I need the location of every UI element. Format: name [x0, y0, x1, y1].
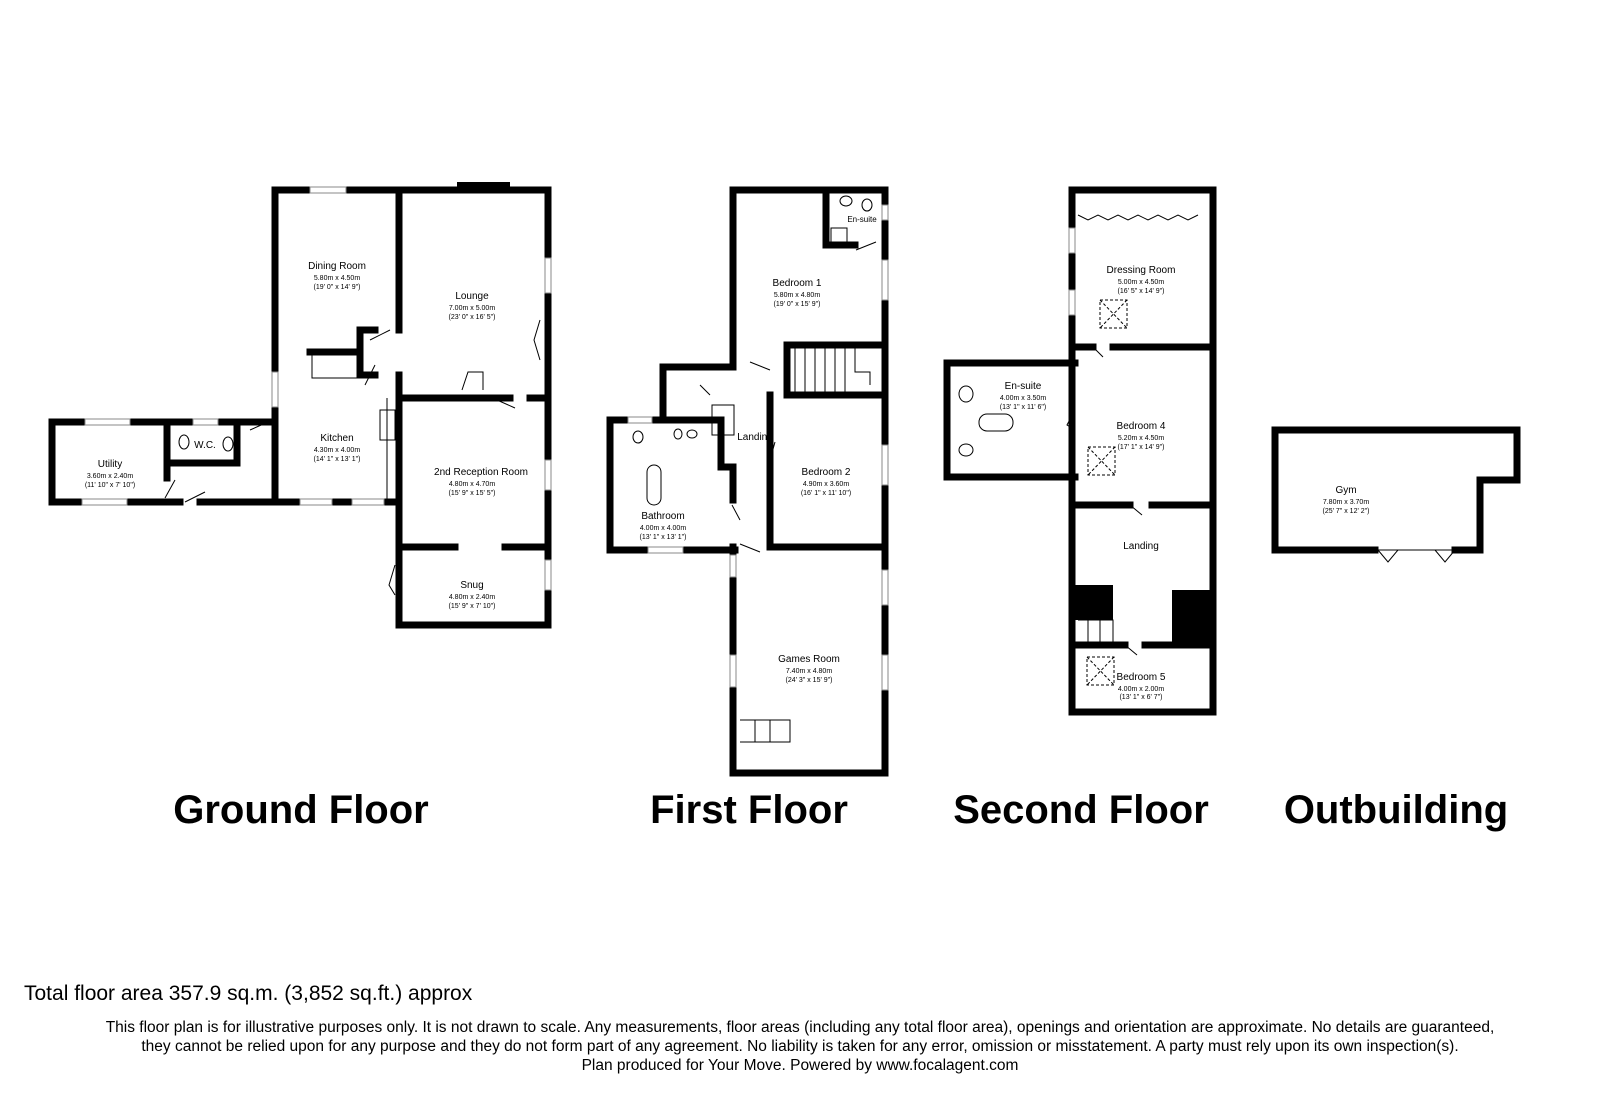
room-name: Lounge	[455, 291, 489, 302]
room-name: Landing	[737, 432, 773, 443]
room-dimensions: (14' 1" x 13' 1")	[314, 456, 361, 463]
room-dimensions: (23' 0" x 16' 5")	[449, 314, 496, 321]
window	[84, 418, 131, 426]
window	[881, 569, 889, 606]
room-name: Bedroom 1	[773, 278, 822, 289]
room-name: Bedroom 5	[1117, 672, 1166, 683]
disclaimer-line: This floor plan is for illustrative purp…	[105, 1019, 1495, 1036]
floor-title-second: Second Floor	[953, 788, 1209, 832]
window	[881, 444, 889, 486]
window	[299, 498, 333, 506]
window	[351, 498, 385, 506]
window	[271, 371, 279, 408]
room-name: Dressing Room	[1107, 265, 1176, 276]
window	[729, 654, 737, 688]
second-floor-plan	[943, 186, 1217, 716]
room-dimensions: 5.80m x 4.50m	[314, 275, 360, 282]
room-dimensions: 7.40m x 4.80m	[786, 668, 832, 675]
window	[544, 559, 552, 591]
window	[1068, 289, 1076, 316]
room-name: En-suite	[847, 215, 877, 224]
floor-title-first: First Floor	[650, 788, 848, 832]
window	[192, 418, 219, 426]
room-dimensions: (16' 5" x 14' 9")	[1118, 288, 1165, 295]
window	[544, 459, 552, 491]
window	[647, 546, 684, 554]
floor-title-outbuilding: Outbuilding	[1284, 788, 1508, 832]
room-dimensions: (19' 0" x 14' 9")	[314, 284, 361, 291]
ground-floor-plan	[48, 182, 552, 629]
window	[881, 204, 889, 221]
window	[1068, 227, 1076, 254]
room-dimensions: 4.00m x 4.00m	[640, 525, 686, 532]
disclaimer-line: they cannot be relied upon for any purpo…	[141, 1038, 1459, 1055]
window	[309, 186, 347, 194]
room-dimensions: (25' 7" x 12' 2")	[1323, 508, 1370, 515]
room-dimensions: (24' 3" x 15' 9")	[786, 677, 833, 684]
room-dimensions: (13' 1" x 11' 6")	[1000, 404, 1046, 411]
room-dimensions: 5.00m x 4.50m	[1118, 279, 1164, 286]
floor-title-ground: Ground Floor	[173, 788, 429, 832]
room-dimensions: (13' 1" x 6' 7")	[1119, 694, 1162, 701]
room-name: Utility	[98, 459, 122, 470]
room-dimensions: (17' 1" x 14' 9")	[1118, 444, 1165, 451]
room-dimensions: 5.20m x 4.50m	[1118, 435, 1164, 442]
room-dimensions: 7.00m x 5.00m	[449, 305, 495, 312]
room-dimensions: 4.90m x 3.60m	[803, 481, 849, 488]
room-name: Landing	[1123, 541, 1159, 552]
room-dimensions: (15' 9" x 15' 5")	[449, 490, 496, 497]
chimney-block	[1072, 585, 1113, 620]
room-name: En-suite	[1005, 381, 1042, 392]
room-name: 2nd Reception Room	[434, 467, 528, 478]
room-dimensions: 5.80m x 4.80m	[774, 292, 820, 299]
room-dimensions: (16' 1" x 11' 10")	[801, 490, 851, 497]
room-dimensions: (15' 9" x 7' 10")	[449, 603, 496, 610]
outbuilding-plan	[1271, 426, 1521, 563]
room-name: Games Room	[778, 654, 840, 665]
room-name: Kitchen	[320, 433, 353, 444]
room-name: Bedroom 4	[1117, 421, 1166, 432]
room-name: Bedroom 2	[802, 467, 851, 478]
room-dimensions: 4.80m x 2.40m	[449, 594, 495, 601]
window	[881, 259, 889, 301]
credit-line: Plan produced for Your Move. Powered by …	[581, 1057, 1019, 1074]
room-dimensions: (19' 0" x 15' 9")	[774, 301, 821, 308]
chimney-block	[1172, 590, 1213, 645]
window	[627, 416, 653, 424]
room-dimensions: 3.60m x 2.40m	[87, 473, 133, 480]
window	[544, 257, 552, 294]
window	[81, 498, 128, 506]
first-floor-plan	[606, 186, 889, 777]
room-dimensions: (13' 1" x 13' 1")	[640, 534, 687, 541]
room-dimensions: 7.80m x 3.70m	[1323, 499, 1369, 506]
window	[881, 654, 889, 691]
room-dimensions: (11' 10" x 7' 10")	[85, 482, 135, 489]
room-dimensions: 4.30m x 4.00m	[314, 447, 360, 454]
room-dimensions: 4.80m x 4.70m	[449, 481, 495, 488]
room-name: Gym	[1335, 485, 1356, 496]
room-labels: Dining Room 5.80m x 4.50m (19' 0" x 14' …	[85, 215, 1370, 701]
window	[729, 554, 737, 578]
room-name: Snug	[460, 580, 483, 591]
room-name: W.C.	[194, 440, 216, 451]
room-dimensions: 4.00m x 3.50m	[1000, 395, 1046, 402]
room-dimensions: 4.00m x 2.00m	[1118, 686, 1164, 693]
room-name: Dining Room	[308, 261, 366, 272]
disclaimer: This floor plan is for illustrative purp…	[20, 1018, 1580, 1075]
room-name: Bathroom	[641, 511, 684, 522]
chimney	[457, 182, 510, 190]
total-floor-area: Total floor area 357.9 sq.m. (3,852 sq.f…	[24, 982, 473, 1005]
